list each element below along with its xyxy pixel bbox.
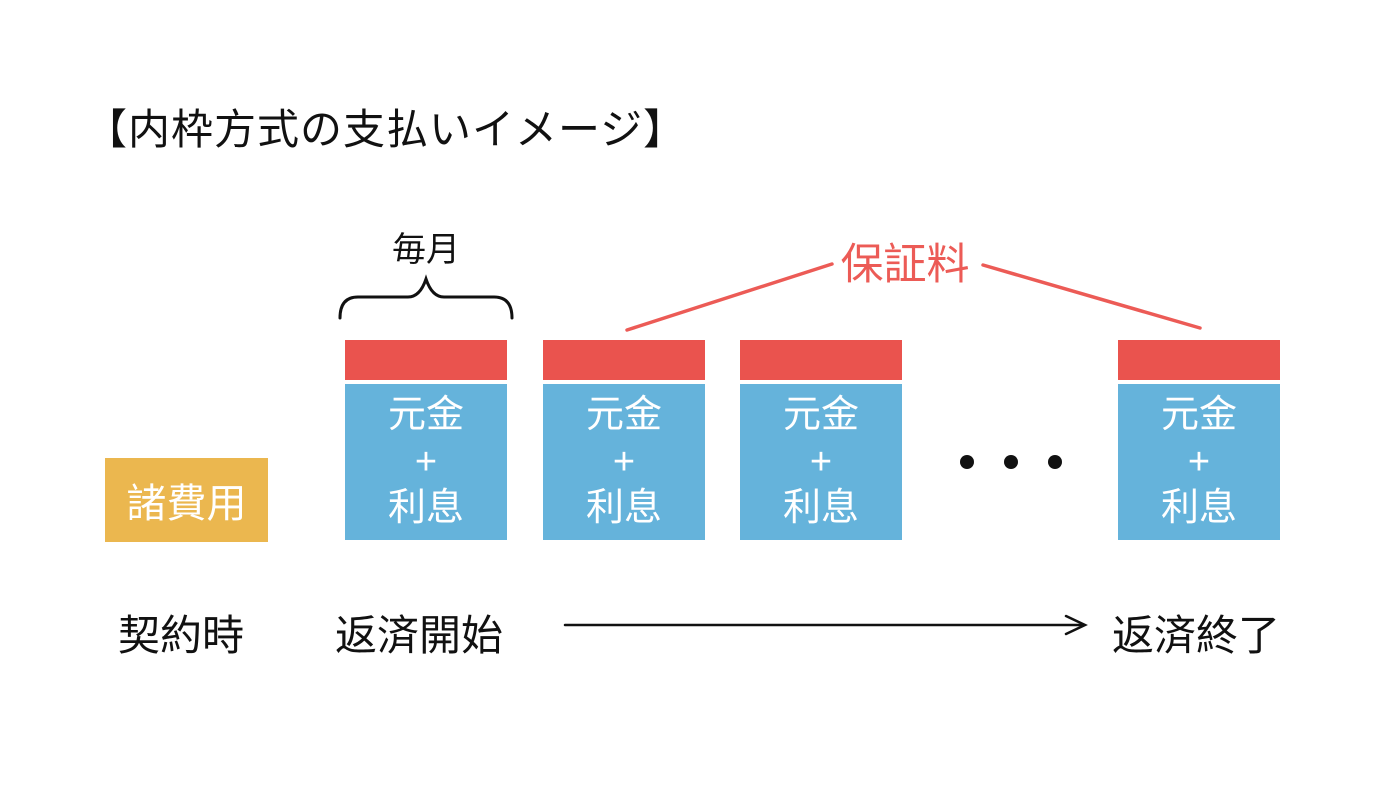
timeline-arrow-icon xyxy=(563,614,1088,636)
contract-time-label: 契約時 xyxy=(118,612,245,659)
misc-costs-box: 諸費用 xyxy=(105,458,268,542)
page-title: 【内枠方式の支払いイメージ】 xyxy=(85,106,687,153)
repayment-end-label: 返済終了 xyxy=(1112,612,1281,659)
guarantee-fee-pointer-left xyxy=(625,262,834,332)
principal-interest-segment: 元金 + 利息 xyxy=(740,384,902,540)
guarantee-fee-segment xyxy=(740,340,902,380)
misc-costs-label: 諸費用 xyxy=(126,482,247,526)
ellipsis-dots-icon xyxy=(960,455,1062,469)
guarantee-fee-label: 保証料 xyxy=(840,241,970,289)
payment-bar: 元金 + 利息 xyxy=(740,340,902,540)
monthly-brace-icon xyxy=(338,274,514,320)
guarantee-fee-segment xyxy=(345,340,507,380)
principal-interest-segment: 元金 + 利息 xyxy=(1118,384,1280,540)
payment-bar: 元金 + 利息 xyxy=(345,340,507,540)
principal-interest-segment: 元金 + 利息 xyxy=(345,384,507,540)
repayment-start-label: 返済開始 xyxy=(335,612,504,659)
guarantee-fee-segment xyxy=(543,340,705,380)
payment-bar: 元金 + 利息 xyxy=(543,340,705,540)
principal-interest-segment: 元金 + 利息 xyxy=(543,384,705,540)
monthly-label: 毎月 xyxy=(392,231,460,269)
guarantee-fee-pointer-right xyxy=(981,263,1202,330)
guarantee-fee-segment xyxy=(1118,340,1280,380)
payment-bar: 元金 + 利息 xyxy=(1118,340,1280,540)
